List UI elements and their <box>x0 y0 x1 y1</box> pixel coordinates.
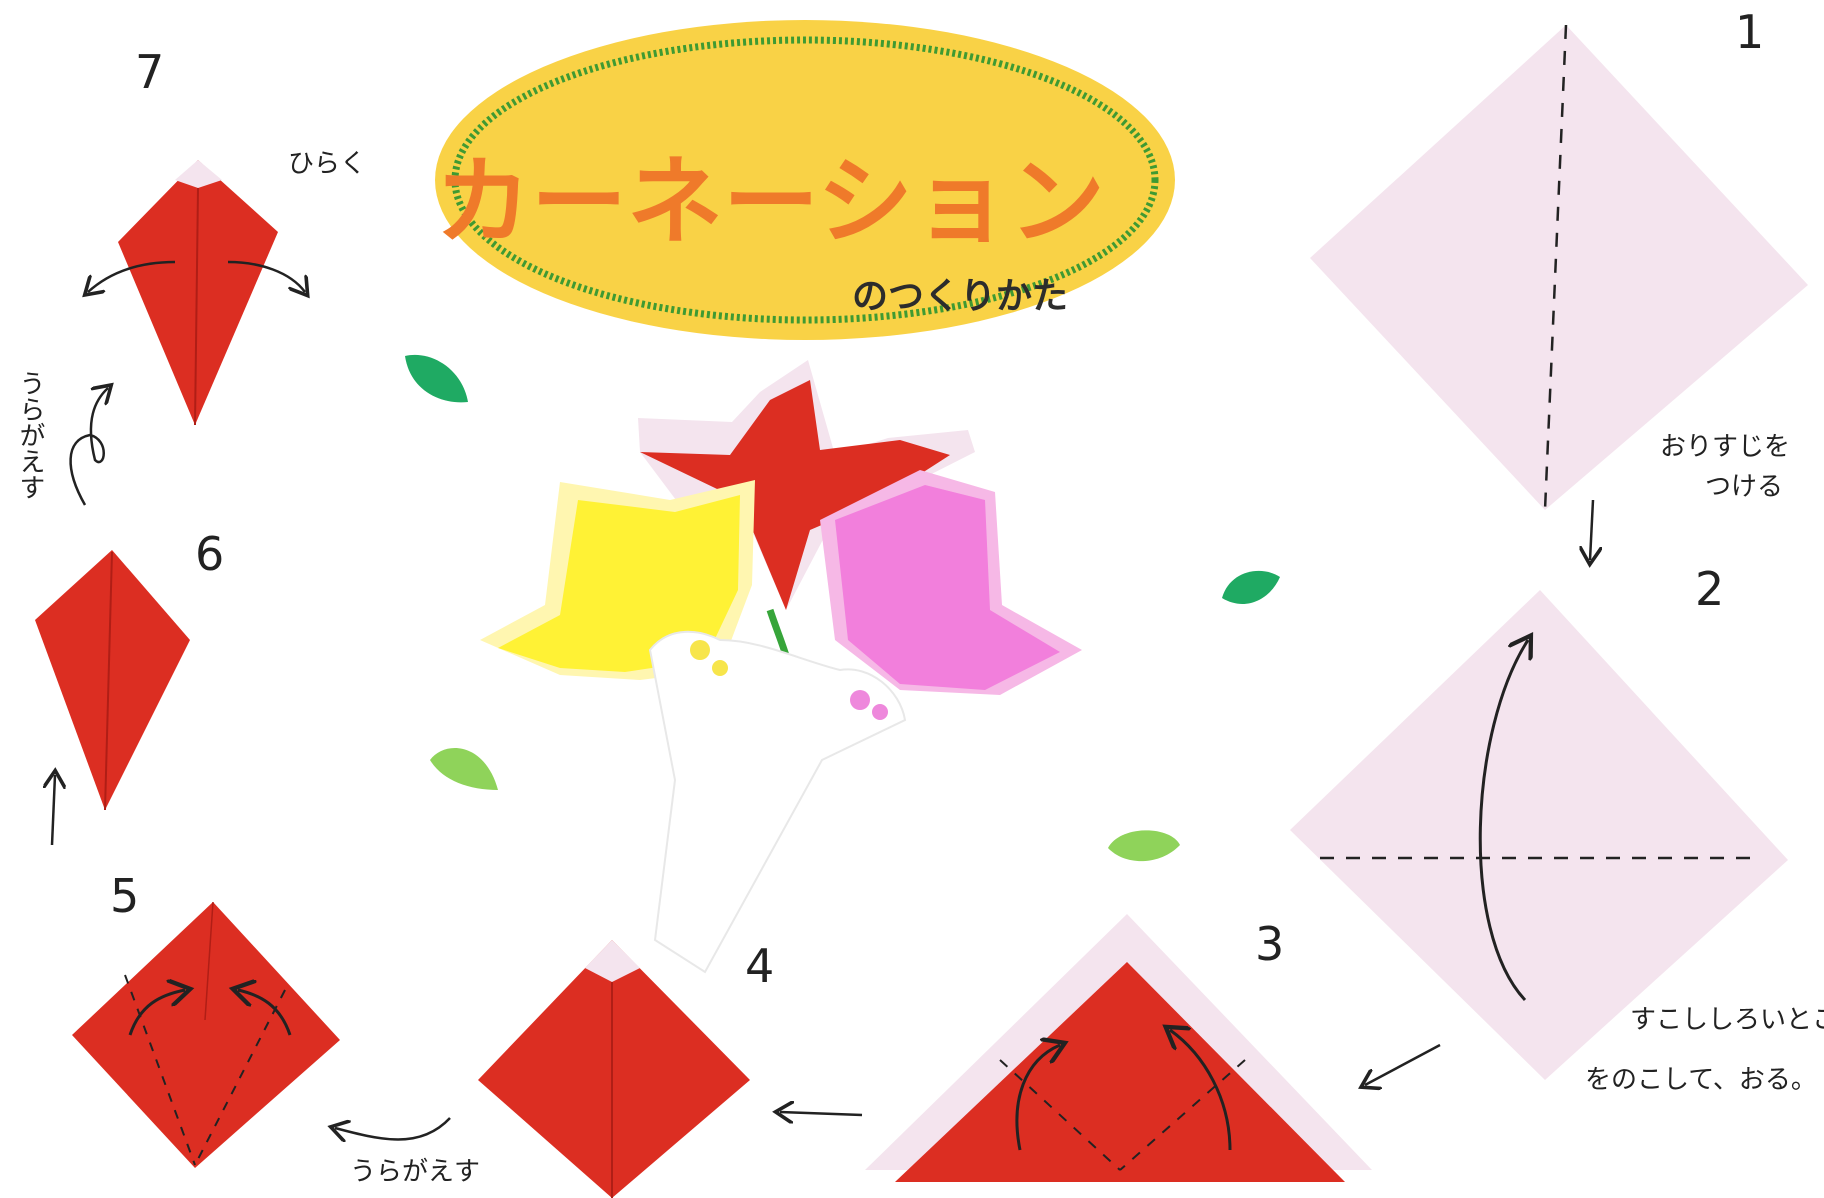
leaf-decor-4 <box>1108 830 1180 862</box>
step-4-to-5-arrow <box>335 1117 451 1140</box>
step-5-center-crease <box>204 901 214 1021</box>
step-2-paper <box>1290 590 1788 1080</box>
leaf-decor-2 <box>1222 570 1280 604</box>
step-3-paper <box>895 962 1345 1182</box>
step-2: 2 すこししろいところ をのこして、おる。 <box>1290 562 1824 1095</box>
step-6-number: 6 <box>195 527 224 581</box>
step-5-number: 5 <box>110 869 139 923</box>
leaf-decor-1 <box>405 354 468 403</box>
step-1-note-line-2: つける <box>1705 472 1783 502</box>
step-7-open-arrow-left <box>88 260 176 292</box>
step-7-number: 7 <box>135 45 164 99</box>
title-badge: カーネーション のつくりかた <box>435 20 1175 340</box>
step-3-to-4-arrow <box>780 1112 863 1115</box>
step-3: 3 <box>780 914 1372 1182</box>
step-3-left-arrow <box>1015 1045 1060 1151</box>
step-1-fold-line <box>1543 24 1568 511</box>
step-1: 1 おりすじを つける <box>1310 5 1808 560</box>
step-1-number: 1 <box>1735 5 1764 59</box>
step-7-paper-tip <box>175 160 222 188</box>
step-3-fold-line-left <box>999 1059 1121 1171</box>
step-5-right-arrow <box>238 990 292 1036</box>
step-1-paper <box>1310 25 1808 510</box>
step-3-fold-line-right <box>1119 1059 1246 1171</box>
title: カーネーション <box>435 146 1105 258</box>
step-4-note: うらがえす <box>350 1157 480 1187</box>
step-6-flip-arrow <box>69 388 108 506</box>
leaf-decor-3 <box>430 748 498 790</box>
step-3-number: 3 <box>1255 917 1284 971</box>
step-6-to-7-arrow <box>52 775 55 846</box>
step-7-center-crease <box>194 187 199 426</box>
step-5-left-arrow <box>128 990 185 1036</box>
step-7-paper <box>118 160 278 425</box>
step-2-fold-arrow <box>1478 640 1528 1002</box>
step-2-note-line-2: をのこして、おる。 <box>1585 1065 1817 1095</box>
step-2-note-line-1: すこししろいところ <box>1630 1005 1824 1035</box>
subtitle: のつくりかた <box>852 276 1068 317</box>
title-crayon-border <box>451 36 1159 324</box>
step-2-to-3-arrow <box>1365 1043 1441 1085</box>
carnation-bouquet <box>480 360 1082 974</box>
step-3-right-arrow <box>1170 1030 1232 1151</box>
step-7-note: ひらく <box>288 149 366 179</box>
step-6: 6 <box>35 527 224 846</box>
title-oval <box>435 20 1175 340</box>
step-6-center-crease <box>104 551 113 811</box>
step-7-open-arrow-right <box>227 260 305 292</box>
step-4-number: 4 <box>745 939 774 993</box>
step-1-to-2-arrow <box>1590 499 1593 560</box>
step-2-number: 2 <box>1695 562 1724 616</box>
step-4-paper <box>478 940 750 1198</box>
step-5-fold-line-right <box>194 989 286 1166</box>
step-6-note: うらがえす <box>15 370 45 500</box>
step-5: 5 <box>72 869 340 1168</box>
step-4: 4 うらがえす <box>335 939 774 1198</box>
step-6-paper <box>35 550 190 810</box>
step-5-fold-line-left <box>124 974 196 1166</box>
step-7: 7 ひらく <box>88 45 366 426</box>
step-5-paper <box>72 902 340 1168</box>
flip-note-6-7: うらがえす <box>15 370 108 506</box>
step-1-note-line-1: おりすじを <box>1660 432 1790 462</box>
step-4-paper-tip <box>585 940 640 982</box>
